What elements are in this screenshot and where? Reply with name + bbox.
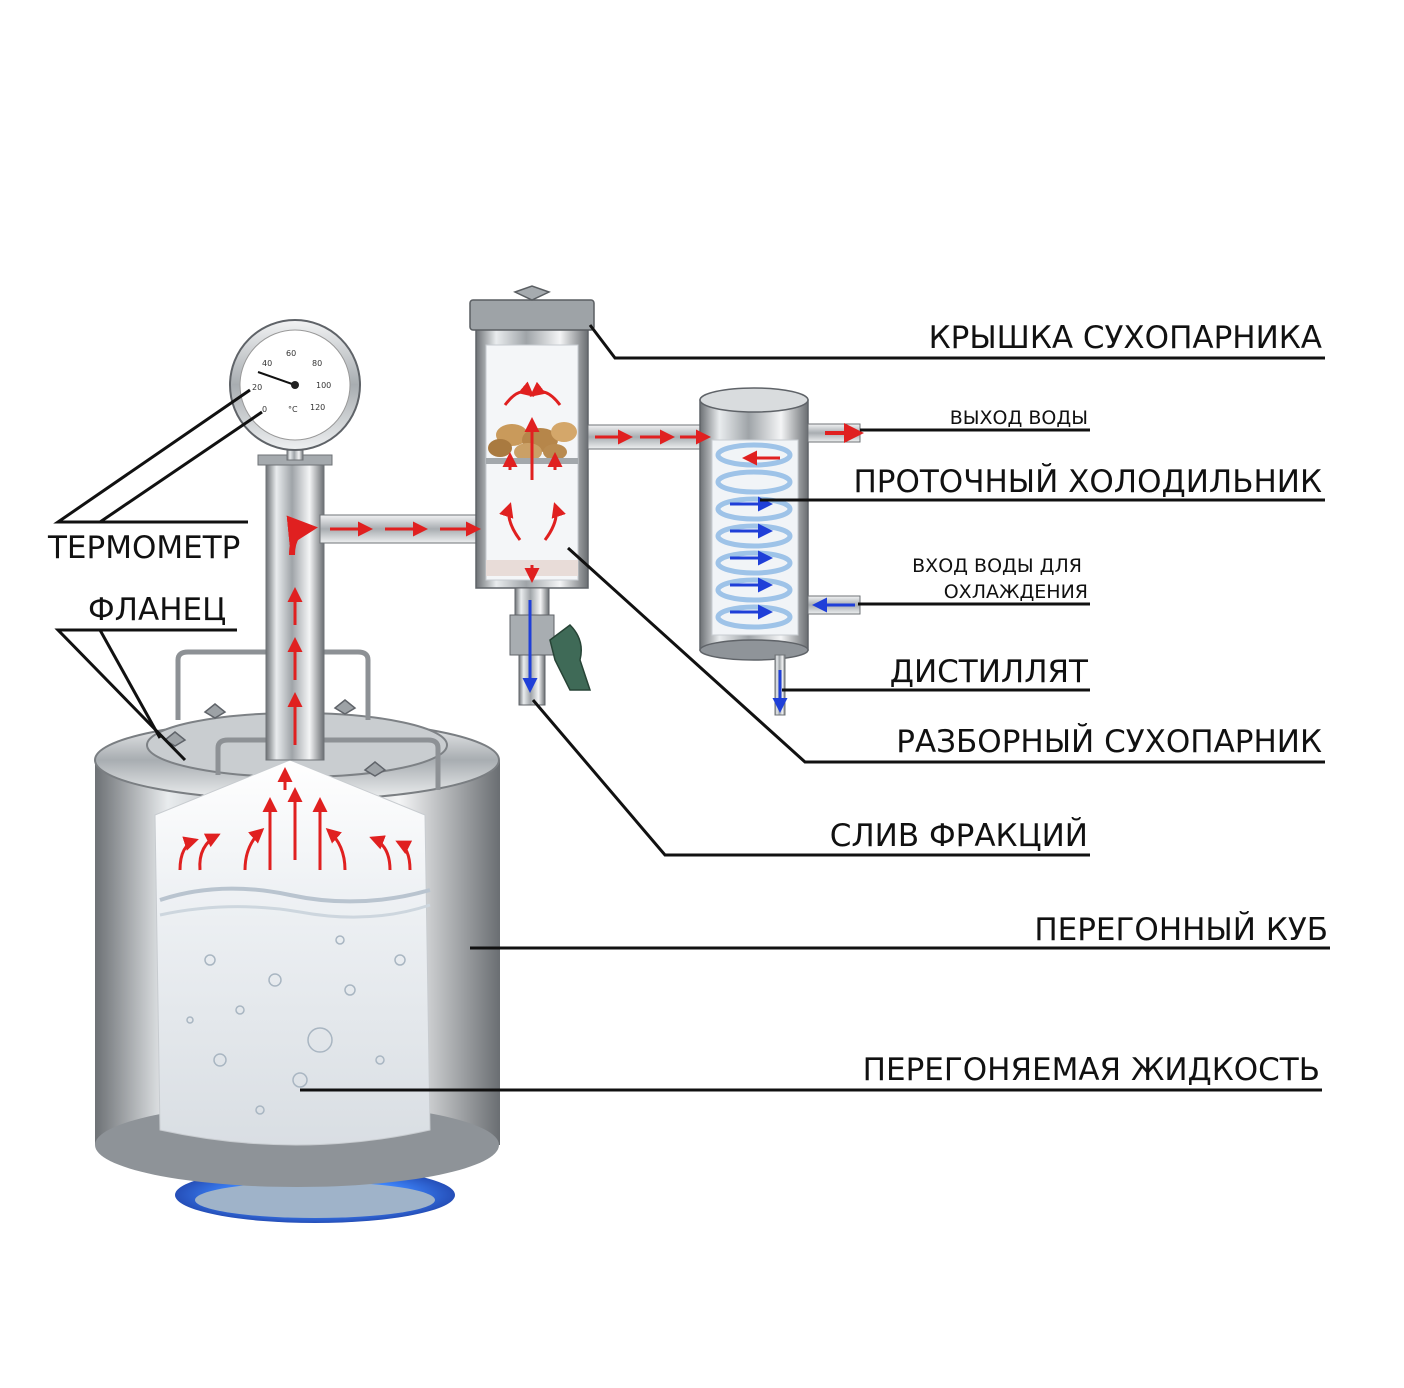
leader-lid xyxy=(588,324,1325,360)
label-water-in-line1: ВХОД ВОДЫ ДЛЯ xyxy=(912,555,1082,577)
water-flow-arrows xyxy=(522,496,855,713)
gauge-tick-0: 0 xyxy=(262,405,267,414)
steam-flow-arrows xyxy=(178,381,864,871)
label-dryer: РАЗБОРНЫЙ СУХОПАРНИК xyxy=(896,724,1322,760)
gauge-tick-80: 80 xyxy=(312,359,322,368)
label-liquid: ПЕРЕГОНЯЕМАЯ ЖИДКОСТЬ xyxy=(863,1052,1320,1088)
leader-thermometer-b xyxy=(99,410,263,524)
labels: КРЫШКА СУХОПАРНИКА ВЫХОД ВОДЫ ПРОТОЧНЫЙ … xyxy=(47,320,1328,1088)
condenser-vessel xyxy=(699,387,861,716)
gauge-needle xyxy=(257,371,296,386)
label-drain: СЛИВ ФРАКЦИЙ xyxy=(830,818,1088,854)
gauge-tick-60: 60 xyxy=(286,349,296,358)
leader-flange-a xyxy=(54,628,237,762)
leader-thermometer-a xyxy=(53,388,251,524)
label-still: ПЕРЕГОННЫЙ КУБ xyxy=(1034,912,1328,948)
label-water-in-line2: ОХЛАЖДЕНИЯ xyxy=(944,581,1088,603)
leader-lines xyxy=(53,324,1330,1092)
gauge-tick-100: 100 xyxy=(316,381,331,390)
drain-valve xyxy=(509,587,592,706)
label-flange: ФЛАНЕЦ xyxy=(88,592,226,628)
liquid-bubbles xyxy=(186,935,406,1115)
label-distillate: ДИСТИЛЛЯТ xyxy=(890,654,1089,690)
gauge-tick-20: 20 xyxy=(252,383,262,392)
label-condenser: ПРОТОЧНЫЙ ХОЛОДИЛЬНИК xyxy=(853,464,1322,500)
gauge-unit: °C xyxy=(288,405,298,414)
leader-dryer xyxy=(566,546,1325,764)
label-thermometer: ТЕРМОМЕТР xyxy=(47,530,240,566)
thermometer-gauge: 0 20 40 60 80 100 120 °C xyxy=(229,319,361,461)
leader-flange-b xyxy=(98,629,162,739)
gauge-tick-40: 40 xyxy=(262,359,272,368)
gauge-tick-120: 120 xyxy=(310,403,325,412)
label-lid: КРЫШКА СУХОПАРНИКА xyxy=(929,320,1322,356)
label-water-out: ВЫХОД ВОДЫ xyxy=(950,407,1088,429)
leader-drain xyxy=(531,699,1090,857)
